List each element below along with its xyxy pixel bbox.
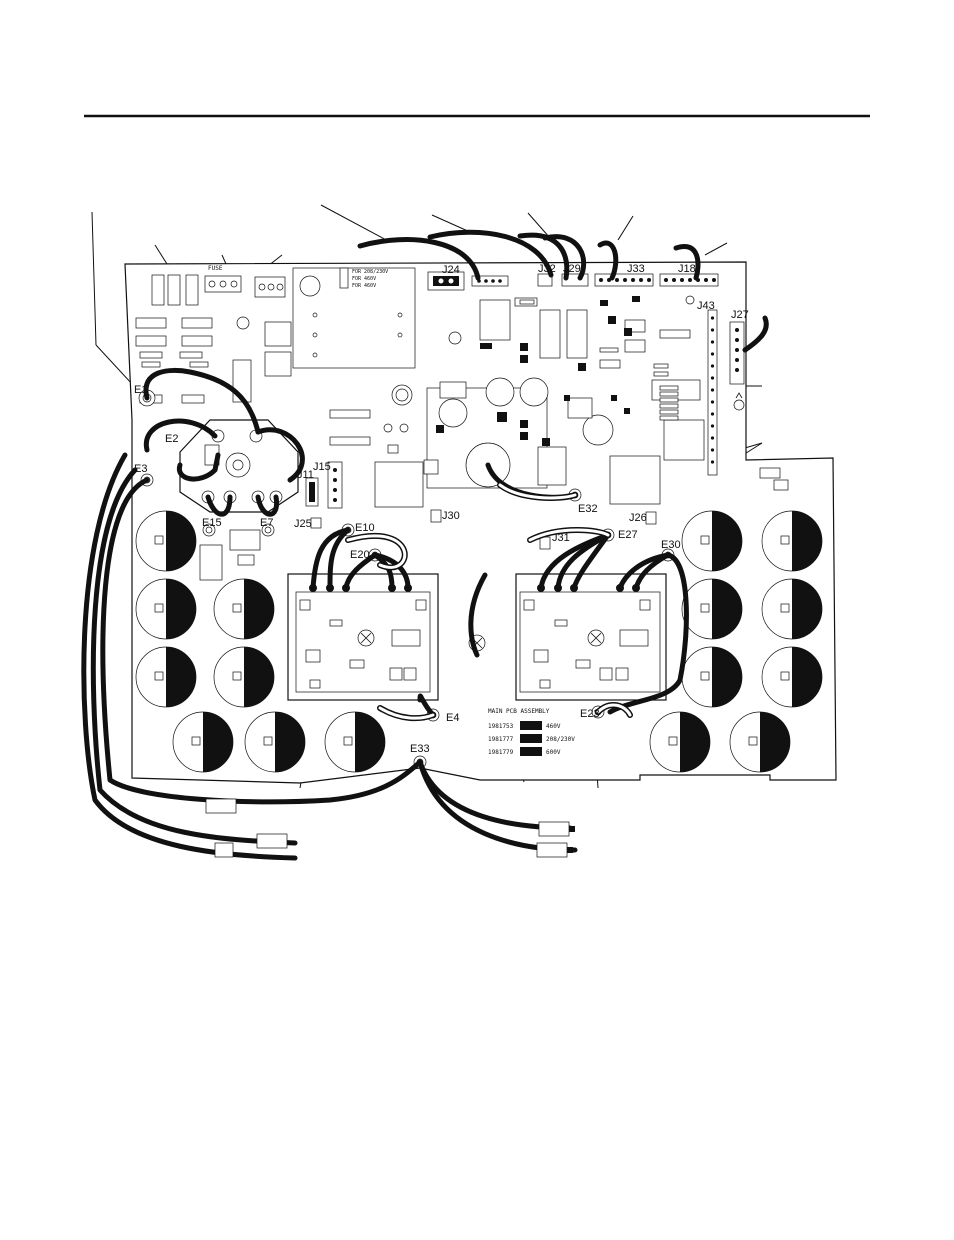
label-j25: J25: [294, 518, 312, 530]
cap-left-4: [136, 647, 196, 707]
wire-lug-1: [206, 799, 236, 813]
cap-bottom-3: [325, 712, 385, 772]
cap-right-2: [762, 511, 822, 571]
cap-left-1: [136, 511, 196, 571]
label-j33: J33: [627, 263, 645, 275]
cap-right-4: [762, 579, 822, 639]
legend-voltage-1: 460V: [546, 723, 561, 730]
label-e2: E2: [165, 433, 178, 445]
driver-board-right: [516, 574, 666, 700]
legend-part-3: 1981779: [488, 749, 514, 756]
legend-voltage-2: 208/230V: [546, 736, 575, 743]
label-j31: J31: [552, 532, 570, 544]
label-e20: E20: [350, 549, 370, 561]
cap-right-5: [682, 647, 742, 707]
cap-bottom-1: [173, 712, 233, 772]
label-e30: E30: [661, 539, 681, 551]
selector-label-3: FOR 460V: [352, 283, 376, 289]
cap-bottom-2: [245, 712, 305, 772]
label-e10: E10: [355, 522, 375, 534]
label-j30: J30: [442, 510, 460, 522]
wire-lug-4: [539, 822, 569, 836]
label-e15: E15: [202, 517, 222, 529]
label-j32: J32: [538, 263, 556, 275]
label-e7: E7: [260, 517, 273, 529]
cap-right-3: [682, 579, 742, 639]
label-e33: E33: [410, 743, 430, 755]
cap-right-6: [762, 647, 822, 707]
driver-board-left: [288, 574, 438, 700]
wire-lug-2: [257, 834, 287, 848]
label-e27: E27: [618, 529, 638, 541]
fuse-label: FUSE: [208, 265, 223, 272]
label-e4: E4: [446, 712, 459, 724]
label-j11: J11: [297, 469, 314, 481]
legend-part-1: 1981753: [488, 723, 514, 730]
cap-right-1: [682, 511, 742, 571]
label-e1: E1: [134, 384, 147, 396]
label-j29: J29: [563, 263, 581, 275]
label-e32: E32: [578, 503, 598, 515]
wire-lug-5: [537, 843, 567, 857]
cap-left-5: [214, 647, 274, 707]
cap-left-3: [214, 579, 274, 639]
label-j26: J26: [629, 512, 647, 524]
cap-right-8: [730, 712, 790, 772]
cap-left-2: [136, 579, 196, 639]
label-j15: J15: [313, 461, 331, 473]
label-j24: J24: [442, 264, 460, 276]
legend-voltage-3: 600V: [546, 749, 561, 756]
label-j43: J43: [697, 300, 715, 312]
selector-label-2: FOR 460V: [352, 276, 376, 282]
label-j18: J18: [678, 263, 696, 275]
selector-label-1: FOR 208/230V: [352, 269, 388, 275]
label-e23: E23: [580, 708, 600, 720]
legend-title: MAIN PCB ASSEMBLY: [488, 708, 550, 715]
label-j27: J27: [731, 309, 749, 321]
label-e3: E3: [134, 463, 147, 475]
legend-part-2: 1981777: [488, 736, 514, 743]
wire-lug-3: [215, 843, 233, 857]
cap-right-7: [650, 712, 710, 772]
